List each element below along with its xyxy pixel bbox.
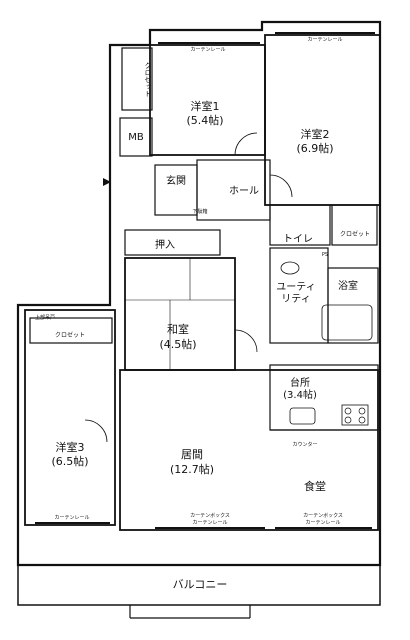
curtain-box-living: カーテンボックス xyxy=(190,513,230,519)
curtain-rail-western3: カーテンレール xyxy=(54,515,90,521)
entrance-arrow-icon xyxy=(103,178,111,186)
utility-name-2: リティ xyxy=(281,294,311,305)
living-size: (12.7帖) xyxy=(169,463,215,476)
oshiire-box xyxy=(124,229,221,256)
living-dining-walls xyxy=(119,369,379,531)
western1-name: 洋室1 xyxy=(190,100,220,113)
closet3-box xyxy=(29,317,113,344)
shoe-box-label: 下駄箱 xyxy=(192,209,208,215)
utility-name-1: ユーティ xyxy=(276,282,316,293)
balcony-label: バルコニー xyxy=(172,578,228,591)
western2-walls xyxy=(264,34,381,206)
closet1-box xyxy=(121,47,153,111)
entrance-label: 玄関 xyxy=(166,176,186,187)
entrance-box xyxy=(154,164,198,216)
curtain-rail-western1: カーテンレール xyxy=(190,47,226,53)
curtain-rail-western2: カーテンレール xyxy=(307,37,343,43)
hall-label: ホール xyxy=(229,186,259,197)
closet2-label: クロゼット xyxy=(339,231,371,238)
closet1-label: クロゼット xyxy=(144,62,152,97)
curtain-rail-dining: カーテンレール xyxy=(305,520,341,526)
closet2-box xyxy=(331,204,378,246)
closet3-label: クロゼット xyxy=(54,332,86,339)
toilet-box xyxy=(269,204,331,246)
mb-box xyxy=(119,117,153,157)
counter-label: カウンター xyxy=(292,442,318,448)
kitchen-size: (3.4帖) xyxy=(283,390,317,401)
western2-name: 洋室2 xyxy=(300,128,330,141)
western3-size: (6.5帖) xyxy=(51,455,89,468)
toilet-label: トイレ xyxy=(283,234,313,245)
western3-walls xyxy=(24,309,116,526)
kitchen-name: 台所 xyxy=(290,378,310,389)
dining-name: 食堂 xyxy=(304,480,326,493)
western1-size: (5.4帖) xyxy=(186,114,224,127)
western3-name: 洋室3 xyxy=(55,441,85,454)
curtain-rail-living: カーテンレール xyxy=(192,520,228,526)
japanese-size: (4.5帖) xyxy=(159,338,197,351)
oshiire-label: 押入 xyxy=(155,240,175,251)
western2-size: (6.9帖) xyxy=(296,142,334,155)
living-name: 居間 xyxy=(181,448,203,461)
ps-label: PS xyxy=(321,252,329,258)
bath-name: 浴室 xyxy=(338,281,358,292)
bath-box xyxy=(327,267,379,344)
curtain-box-dining: カーテンボックス xyxy=(303,513,343,519)
japanese-name: 和室 xyxy=(167,323,189,336)
japanese-walls xyxy=(124,257,236,371)
balcony-outline xyxy=(17,564,381,606)
mb-label: MB xyxy=(128,132,144,143)
upper-shelf-label: 上部吊戸 xyxy=(34,315,56,321)
hall-box xyxy=(196,159,271,221)
